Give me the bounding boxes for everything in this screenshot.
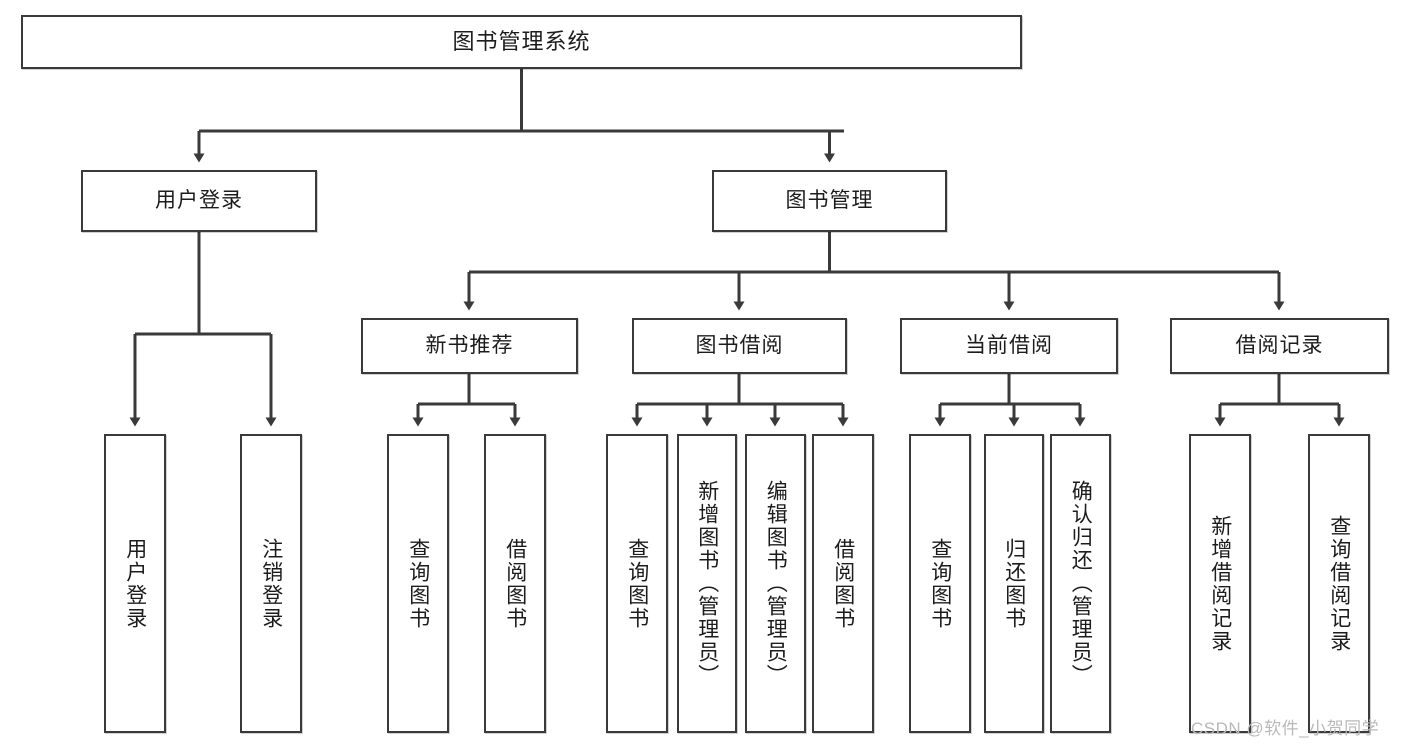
node-book-management-label: 图书管理 xyxy=(785,189,874,213)
leaf-query-book-borrow[interactable]: 查询图书 xyxy=(606,434,668,733)
leaf-query-borrow-record-label: 查询借阅记录 xyxy=(1327,514,1351,653)
leaf-borrow-book[interactable]: 借阅图书 xyxy=(812,434,874,733)
leaf-query-book-newbook-label: 查询图书 xyxy=(406,537,430,630)
leaf-borrow-book-label: 借阅图书 xyxy=(831,537,855,630)
node-book-borrow[interactable]: 图书借阅 xyxy=(632,318,847,374)
node-current-borrow-label: 当前借阅 xyxy=(965,334,1053,358)
node-borrow-record-label: 借阅记录 xyxy=(1235,334,1324,358)
leaf-add-borrow-record-label: 新增借阅记录 xyxy=(1208,514,1232,653)
leaf-query-book-borrow-label: 查询图书 xyxy=(625,537,649,630)
node-user-login-label: 用户登录 xyxy=(155,189,243,213)
leaf-logout-label: 注销登录 xyxy=(259,537,283,630)
leaf-query-book-current-label: 查询图书 xyxy=(928,537,952,630)
leaf-return-book-label: 归还图书 xyxy=(1002,537,1026,630)
leaf-add-book-admin-label: 新增图书（管理员） xyxy=(695,480,719,687)
node-user-login[interactable]: 用户登录 xyxy=(81,170,317,232)
watermark: CSDN @软件_小贺同学 xyxy=(1191,719,1380,738)
leaf-confirm-return-admin-label: 确认归还（管理员） xyxy=(1069,480,1093,687)
leaf-return-book[interactable]: 归还图书 xyxy=(984,434,1044,733)
leaf-logout[interactable]: 注销登录 xyxy=(240,434,302,733)
leaf-query-book-newbook[interactable]: 查询图书 xyxy=(387,434,449,733)
leaf-add-borrow-record[interactable]: 新增借阅记录 xyxy=(1189,434,1251,733)
node-root-label: 图书管理系统 xyxy=(452,28,591,54)
leaf-edit-book-admin[interactable]: 编辑图书（管理员） xyxy=(745,434,806,733)
leaf-user-login[interactable]: 用户登录 xyxy=(104,434,166,733)
leaf-add-book-admin[interactable]: 新增图书（管理员） xyxy=(677,434,737,733)
node-root[interactable]: 图书管理系统 xyxy=(21,15,1022,69)
node-book-management[interactable]: 图书管理 xyxy=(712,170,947,232)
leaf-confirm-return-admin[interactable]: 确认归还（管理员） xyxy=(1050,434,1111,733)
leaf-user-login-label: 用户登录 xyxy=(123,537,147,630)
node-new-book-recommend[interactable]: 新书推荐 xyxy=(361,318,578,374)
leaf-edit-book-admin-label: 编辑图书（管理员） xyxy=(764,480,788,687)
leaf-borrow-book-newbook[interactable]: 借阅图书 xyxy=(484,434,546,733)
leaf-query-book-current[interactable]: 查询图书 xyxy=(909,434,971,733)
node-current-borrow[interactable]: 当前借阅 xyxy=(900,318,1118,374)
leaf-query-borrow-record[interactable]: 查询借阅记录 xyxy=(1308,434,1370,733)
node-new-book-recommend-label: 新书推荐 xyxy=(425,334,514,358)
leaf-borrow-book-newbook-label: 借阅图书 xyxy=(503,537,527,630)
node-borrow-record[interactable]: 借阅记录 xyxy=(1170,318,1389,374)
node-book-borrow-label: 图书借阅 xyxy=(695,334,784,358)
